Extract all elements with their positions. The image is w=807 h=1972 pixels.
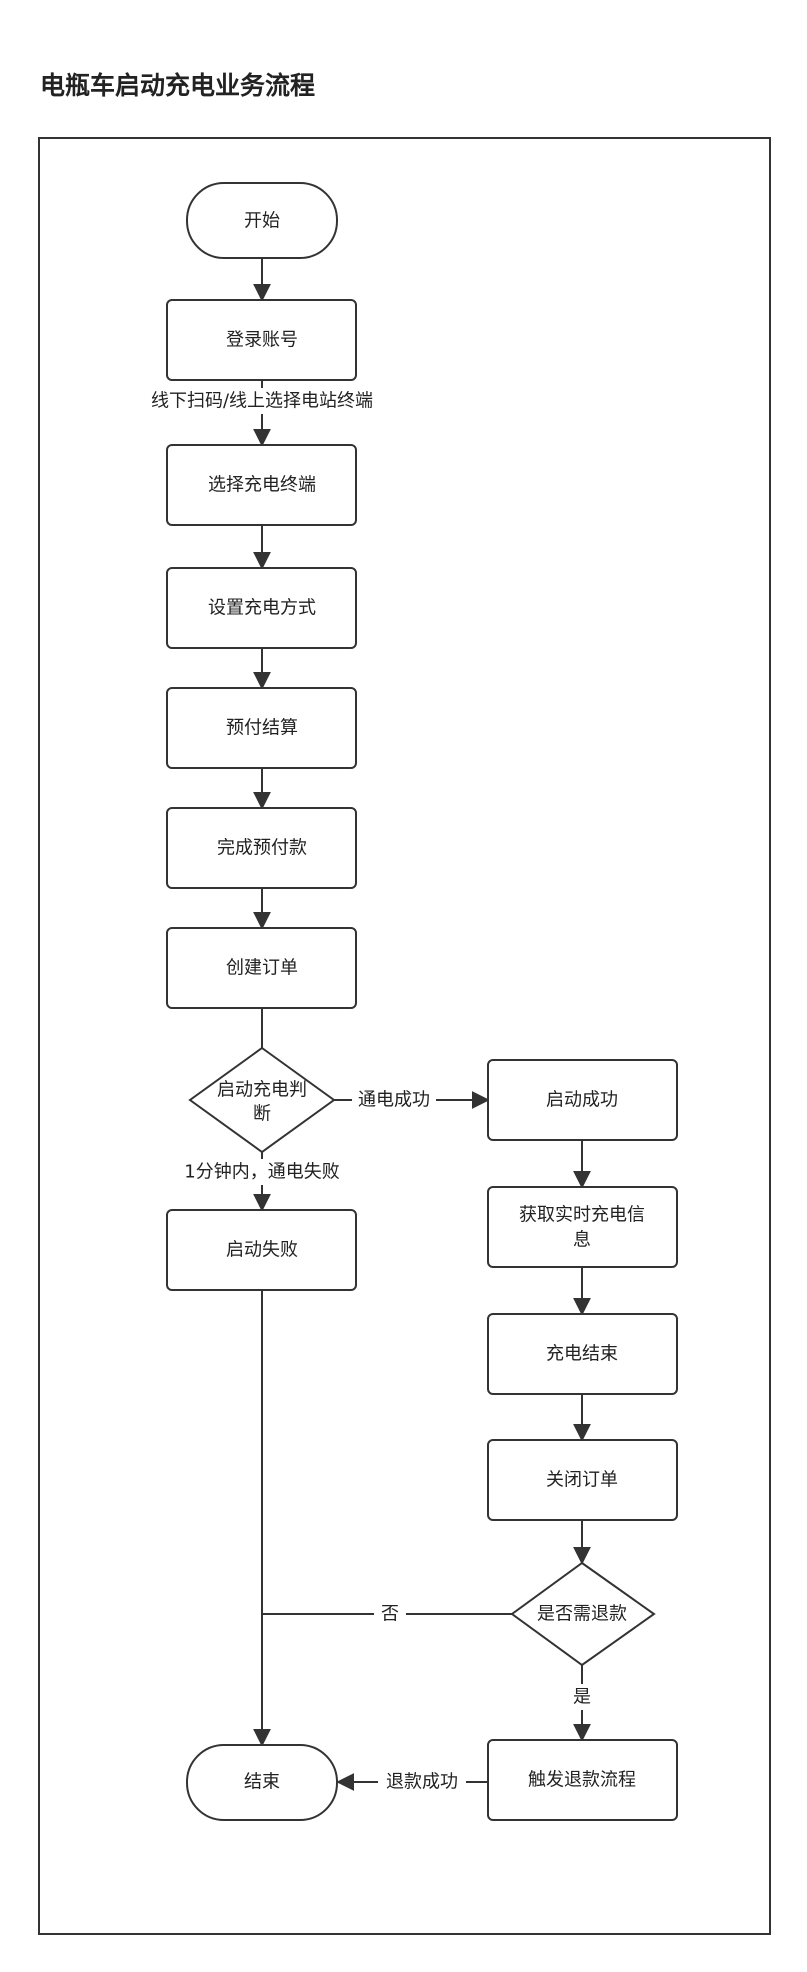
start-label: 开始 [244,211,280,232]
start-success-node [487,1059,678,1141]
judge-decision-node [188,1046,336,1154]
refund-flow-label: 触发退款流程 [528,1770,636,1791]
diagram-frame [38,137,771,1935]
refund-decision-node [510,1561,656,1667]
no-edge-label: 否 [381,1604,399,1625]
refund-ok-edge-label: 退款成功 [386,1772,458,1793]
create-order-node [166,927,357,1009]
start-success-label: 启动成功 [546,1090,618,1111]
end-label: 结束 [244,1772,280,1793]
judge-label-line2: 断 [253,1104,271,1125]
end-node [186,1744,338,1821]
close-order-label: 关闭订单 [546,1470,618,1491]
start-node [186,182,338,259]
power-fail-edge-label: 1分钟内，通电失败 [184,1162,339,1183]
judge-label-line1: 启动充电判 [217,1080,307,1101]
prepay-done-label: 完成预付款 [217,838,307,859]
start-fail-node [166,1209,357,1291]
start-fail-label: 启动失败 [226,1240,298,1261]
login-node [166,299,357,381]
page-title: 电瓶车启动充电业务流程 [40,71,316,100]
realtime-label-line2: 息 [573,1230,591,1251]
select-terminal-node [166,444,357,526]
close-order-node [487,1439,678,1521]
login-label: 登录账号 [226,330,298,351]
prepay-label: 预付结算 [226,718,298,739]
power-ok-edge-label: 通电成功 [358,1090,430,1111]
create-order-label: 创建订单 [226,958,298,979]
realtime-node [487,1186,678,1268]
scan-edge-label: 线下扫码/线上选择电站终端 [151,391,373,412]
yes-edge-label: 是 [573,1687,591,1708]
prepay-done-node [166,807,357,889]
realtime-label-line1: 获取实时充电信 [519,1205,645,1226]
charge-end-node [487,1313,678,1395]
select-terminal-label: 选择充电终端 [208,475,316,496]
prepay-node [166,687,357,769]
set-mode-label: 设置充电方式 [208,598,316,619]
set-mode-node [166,567,357,649]
need-refund-label: 是否需退款 [537,1604,627,1625]
charge-end-label: 充电结束 [546,1344,618,1365]
refund-flow-node [487,1739,678,1821]
